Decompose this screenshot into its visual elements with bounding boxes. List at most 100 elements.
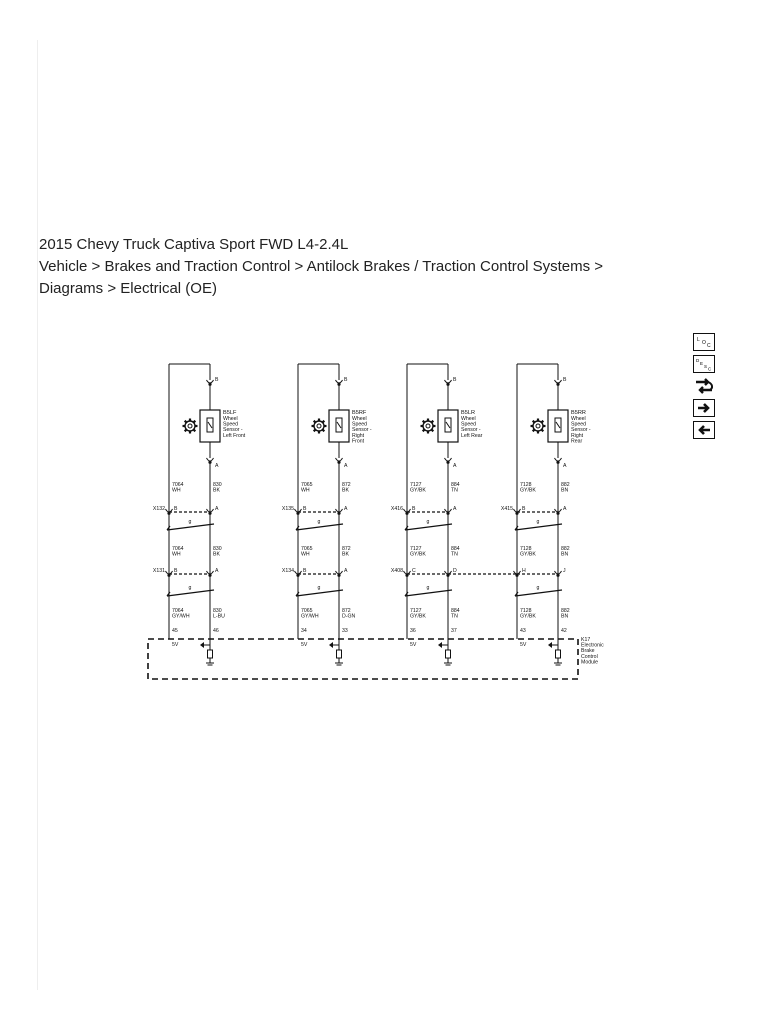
- locator-button[interactable]: L O C: [693, 333, 715, 351]
- supply-voltage-label-rr: 5V: [520, 642, 527, 648]
- diagram-toolbar: L O C D E S C: [693, 333, 717, 443]
- sensor-pin-bottom-lr: [444, 457, 452, 462]
- wire-color-left-rr: GY/BK: [520, 551, 536, 557]
- module-pin-left-lr: 36: [410, 628, 416, 634]
- connector-name-lf: X132: [153, 506, 165, 512]
- wire-color-left-rf: WH: [301, 551, 310, 557]
- sensor-pin-bottom-rf-dot: [337, 460, 341, 464]
- wire-color-right-lr: TN: [451, 551, 458, 557]
- sensor-coil-mark-rr: [555, 421, 561, 429]
- wire-circuit-right-rr: 882: [561, 546, 570, 552]
- sensor-pin-top-lf-dot: [208, 382, 212, 386]
- connector-pin-left-label-lf: B: [174, 506, 178, 512]
- sensor-pin-bottom-label-lf: A: [215, 463, 219, 469]
- sensor-id-lr: B5LR: [461, 410, 475, 416]
- sensor-desc-lf: Left Front: [223, 433, 246, 439]
- wire-color-right-lr: TN: [451, 613, 458, 619]
- connector-pin-right-label-rr: A: [563, 506, 567, 512]
- wire-color-right-rf: BK: [342, 551, 349, 557]
- description-button[interactable]: D E S C: [693, 355, 715, 373]
- sensor-coil-mark-rf: [336, 421, 342, 429]
- module-resistor-lf: [207, 649, 213, 659]
- connector-pin-right-rf-dot: [337, 573, 341, 577]
- sensor-pin-top-rf-dot: [337, 382, 341, 386]
- connector-pin-right-label-lr: D: [453, 568, 457, 574]
- module-pin-right-lr: 37: [451, 628, 457, 634]
- wire-circuit-left-lf: 7064: [172, 482, 184, 488]
- next-page-button[interactable]: [693, 399, 715, 417]
- twisted-pair-tick-rf: [295, 525, 300, 531]
- sensor-pin-bottom-label-rf: A: [344, 463, 348, 469]
- supply-voltage-label-lf: 5V: [172, 642, 179, 648]
- wire-color-left-rr: GY/BK: [520, 487, 536, 493]
- wheel-gear-icon-lr: [420, 418, 436, 434]
- connector-name-rf: X134: [282, 568, 294, 574]
- wire-color-right-rf: BK: [342, 487, 349, 493]
- twisted-pair-mark-rr: [514, 523, 563, 531]
- connector-pin-left-rf-dot: [296, 573, 300, 577]
- twisted-pair-tick-lf: [166, 525, 171, 531]
- connector-pin-right-rr-dot: [556, 511, 560, 515]
- sensor-desc-rr: Right: [571, 433, 584, 439]
- wire-circuit-left-rf: 7065: [301, 482, 313, 488]
- sensor-pin-bottom-rr-dot: [556, 460, 560, 464]
- sensor-desc-lr: Wheel: [461, 416, 476, 422]
- twisted-pair-tick-lr: [404, 591, 409, 597]
- wheel-gear-icon-rf: [311, 418, 327, 434]
- sensor-pin-top-label-lr: B: [453, 377, 457, 383]
- connector-pin-left-label-lr: B: [412, 506, 416, 512]
- connector-pin-right-rf-dot: [337, 511, 341, 515]
- module-resistor-rr: [555, 649, 561, 659]
- breadcrumb-line-1[interactable]: Vehicle > Brakes and Traction Control > …: [39, 258, 604, 275]
- wheel-gear-icon-rr-hub: [535, 423, 541, 429]
- twisted-pair-tick-lr: [404, 525, 409, 531]
- page-left-border: [37, 40, 38, 990]
- module-outline-k17: [147, 638, 579, 680]
- breadcrumb-line-2[interactable]: Diagrams > Electrical (OE): [39, 280, 217, 297]
- connector-pin-left-label-rr: B: [522, 506, 526, 512]
- wire-circuit-left-rr: 7128: [520, 482, 532, 488]
- connector-pin-left-label-lr: C: [412, 568, 416, 574]
- twisted-pair-label-lr: g: [427, 585, 430, 591]
- twisted-pair-label-lr: g: [427, 519, 430, 525]
- wheel-gear-icon-lf: [182, 418, 198, 434]
- module-input-arrowhead-rr: [548, 642, 552, 648]
- sensor-coil-mark-lr: [445, 421, 451, 429]
- sensor-desc-rf: Speed: [352, 422, 367, 428]
- previous-arrow-icon: [698, 425, 710, 435]
- sensor-desc-lf: Wheel: [223, 416, 238, 422]
- page-title: 2015 Chevy Truck Captiva Sport FWD L4-2.…: [39, 236, 349, 253]
- sensor-pin-top-lr: [444, 379, 452, 384]
- module-pin-left-lf: 45: [172, 628, 178, 634]
- sensor-desc-lf: Sensor -: [223, 427, 243, 433]
- connector-name-rf: X135: [282, 506, 294, 512]
- sensor-pin-top-rr-dot: [556, 382, 560, 386]
- connector-icon: [696, 378, 714, 394]
- previous-page-button[interactable]: [693, 421, 715, 439]
- locator-glyph-2: O: [702, 340, 706, 346]
- wire-color-left-lr: GY/BK: [410, 487, 426, 493]
- sensor-desc-rr: Sensor -: [571, 427, 591, 433]
- twisted-pair-tick-rf: [295, 591, 300, 597]
- connector-name-rr: X415: [501, 506, 513, 512]
- twisted-pair-mark-lr: [404, 589, 453, 597]
- sensor-desc-lr: Sensor -: [461, 427, 481, 433]
- locator-glyph-3: C: [707, 343, 711, 349]
- module-label-line: Control: [581, 654, 598, 660]
- wire-circuit-right-lr: 884: [451, 546, 460, 552]
- wire-circuit-right-lr: 884: [451, 608, 460, 614]
- connector-view-button[interactable]: [693, 377, 715, 395]
- description-icon: D E S C: [696, 358, 712, 371]
- wire-circuit-left-rf: 7065: [301, 546, 313, 552]
- sensor-desc-rf: Right: [352, 433, 365, 439]
- connector-name-lf: X131: [153, 568, 165, 574]
- connector-pin-right-lf-dot: [208, 573, 212, 577]
- wheel-gear-icon-rr: [530, 418, 546, 434]
- sensor-id-rf: B5RF: [352, 410, 367, 416]
- connector-pin-left-rr-dot: [515, 573, 519, 577]
- next-arrow-icon: [698, 403, 710, 413]
- wire-color-left-rf: WH: [301, 487, 310, 493]
- sensor-pin-top-label-rr: B: [563, 377, 567, 383]
